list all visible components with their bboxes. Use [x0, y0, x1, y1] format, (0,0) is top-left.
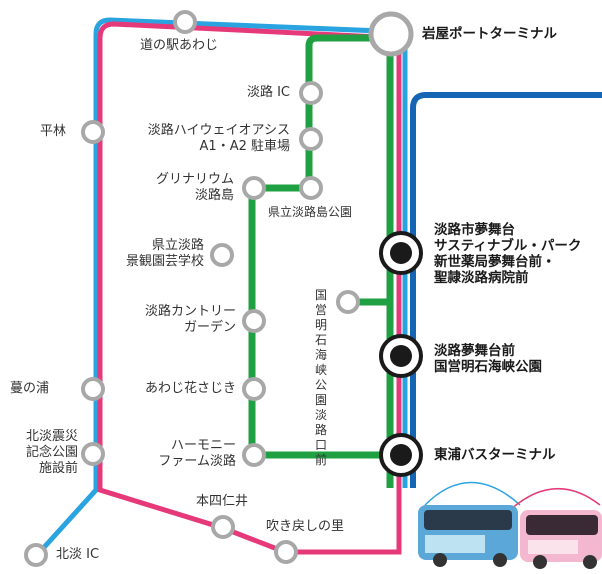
- stop-hirabayashi: [81, 120, 105, 144]
- outer-blue-line: [36, 17, 408, 556]
- stop-hokudan-shinsai: [81, 442, 105, 466]
- label-michinoeki-awaji: 道の駅あわじ: [140, 38, 219, 53]
- major-stops: [379, 231, 423, 477]
- stop-awaji-highway-oasis: [299, 127, 323, 151]
- label-hirabayashi: 平林: [40, 124, 67, 139]
- label-yumebutai-sustainable: 淡路市夢舞台 サスティナブル・パーク 新世薬局夢舞台前・ 聖隷淡路病院前: [434, 222, 582, 286]
- stop-iwaya-port: [368, 11, 414, 57]
- stop-country-garden: [242, 309, 266, 333]
- dark-blue-line: [410, 92, 602, 488]
- stop-michinoeki-awaji: [173, 10, 197, 34]
- label-yumebutai-mae: 淡路夢舞台前 国営明石海峡公園: [434, 343, 542, 375]
- stop-kenritsu-awajishima-koen: [299, 176, 323, 200]
- label-higashiura-bus-terminal: 東浦バスターミナル: [434, 447, 556, 463]
- label-hokudan-shinsai: 北淡震災 記念公園 施設前: [25, 429, 78, 476]
- stop-kenritsu-keikanen: [210, 243, 234, 267]
- label-fukimodoshi: 吹き戻しの里: [266, 519, 345, 534]
- buses-illustration: [418, 481, 602, 569]
- label-tsutanoura: 蔓の浦: [10, 381, 50, 396]
- stop-awaji-ic: [299, 81, 323, 105]
- label-hokudan-ic: 北淡 IC: [56, 547, 100, 562]
- label-awaji-ic: 淡路 IC: [246, 85, 290, 100]
- label-iwaya-port: 岩屋ポートターミナル: [422, 26, 557, 42]
- stop-harmony-farm: [242, 443, 266, 467]
- green-line-branch: [248, 34, 390, 459]
- stop-fukimodoshi: [274, 540, 298, 564]
- label-kenritsu-keikanen: 県立淡路 景観園芸学校: [125, 238, 204, 269]
- label-gurinariumu: グリナリウム 淡路島: [155, 172, 234, 203]
- stop-gurinariumu: [242, 176, 266, 200]
- stop-hokudan-ic: [24, 543, 48, 567]
- stop-kokuei-awaji-guchi: [336, 290, 360, 314]
- label-awaji-hanasajiki: あわじ花さじき: [144, 381, 236, 396]
- label-kenritsu-awajishima-koen: 県立淡路島公園: [268, 205, 353, 219]
- stop-awaji-hanasajiki: [242, 377, 266, 401]
- label-harmony-farm: ハーモニー ファーム淡路: [158, 438, 236, 469]
- label-awaji-highway-oasis: 淡路ハイウェイオアシス A1・A2 駐車場: [147, 123, 290, 154]
- stop-honshi-nii: [211, 515, 235, 539]
- label-honshi-nii: 本四仁井: [196, 494, 249, 509]
- stop-tsutanoura: [81, 377, 105, 401]
- label-kokuei-awaji-guchi: 国営明石海峡公園淡路口前: [314, 288, 327, 467]
- label-country-garden: 淡路カントリー ガーデン: [144, 304, 236, 335]
